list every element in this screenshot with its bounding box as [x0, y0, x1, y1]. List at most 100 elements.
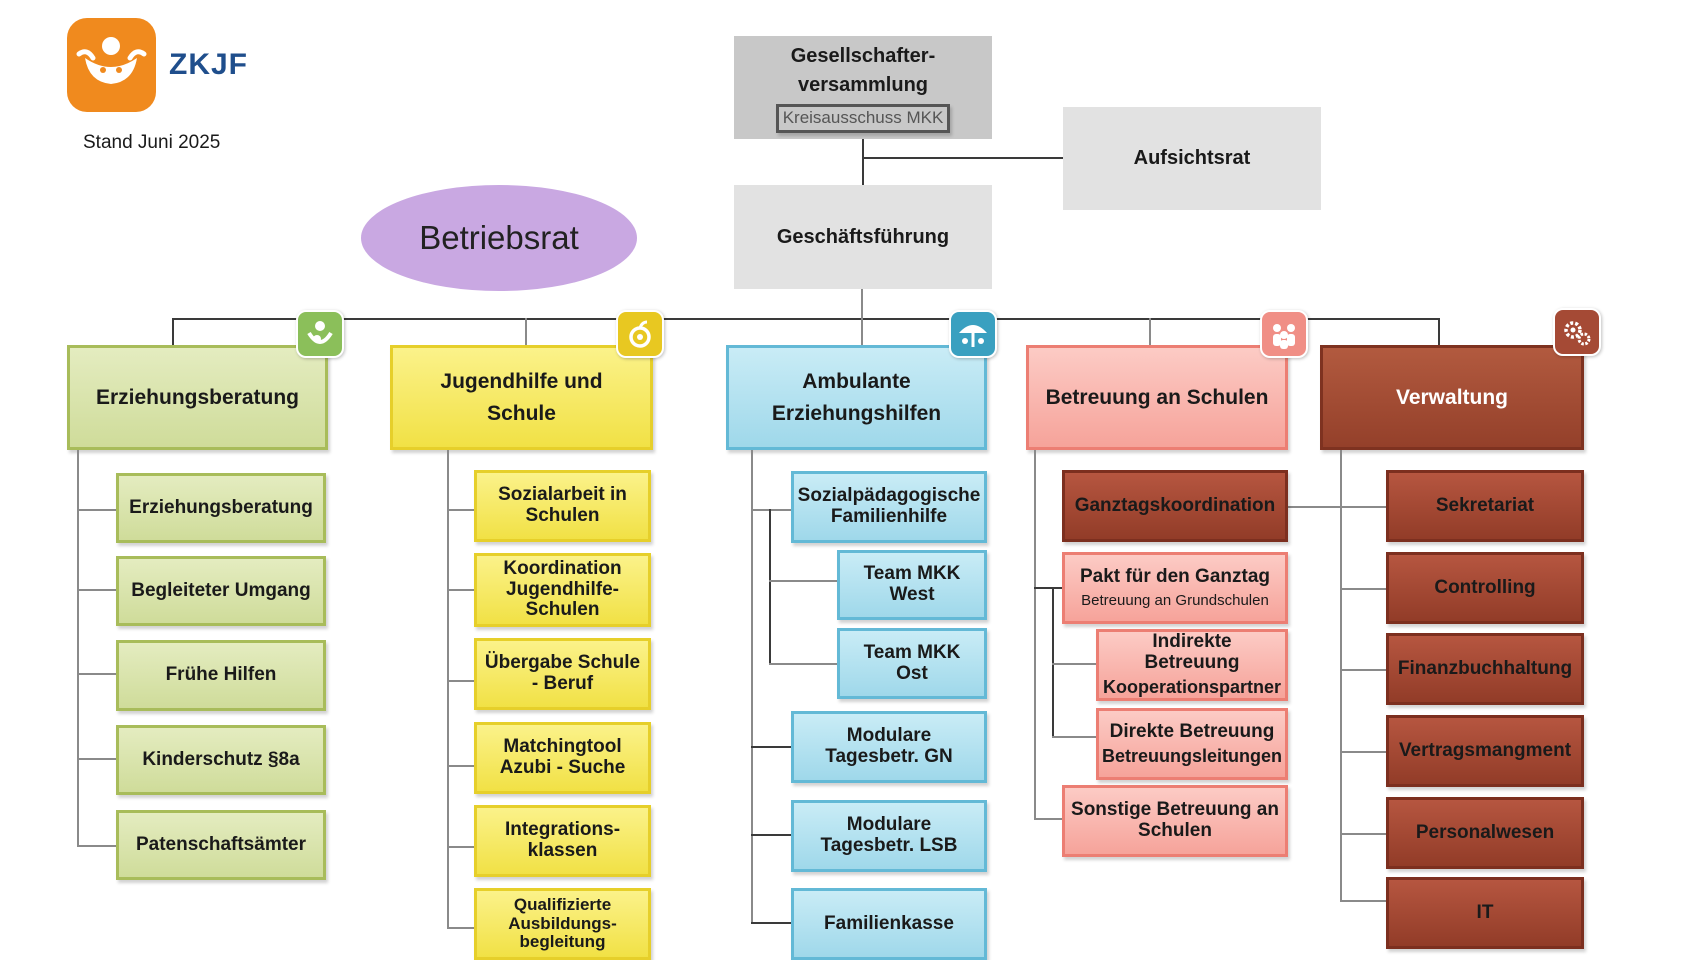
unit-label: Familienkasse: [824, 912, 954, 934]
dept-title: Ambulante Erziehungshilfen: [771, 370, 942, 425]
unit-label: Ganztagskoordination: [1074, 494, 1276, 516]
unit-label: Kinderschutz §8a: [142, 748, 300, 770]
drop-col5: [1438, 318, 1440, 345]
col4-subbranch: [1052, 736, 1096, 738]
col1-branch: [77, 509, 116, 511]
col3-subtrunk: [769, 509, 771, 664]
col3-branch: [751, 834, 791, 836]
unit-erziehungsberatung: Erziehungsberatung: [116, 473, 326, 543]
unit-familienkasse: Familienkasse: [791, 888, 987, 960]
col4-subtrunk: [1052, 587, 1054, 737]
unit-label: Sozialarbeit in Schulen: [498, 484, 627, 526]
geschaeftsfuehrung-label: Geschäftsführung: [776, 225, 950, 248]
dept-title: Jugendhilfe und Schule: [440, 370, 603, 425]
col2-branch: [447, 509, 474, 511]
col3-branch: [751, 509, 791, 511]
unit-label: Direkte Betreuung: [1109, 720, 1275, 742]
unit-label: Personalwesen: [1415, 821, 1555, 843]
unit-controlling: Controlling: [1386, 552, 1584, 624]
unit-label: Integrations- klassen: [504, 819, 621, 861]
dept-erziehungsberatung: Erziehungsberatung: [67, 345, 328, 450]
dept-betreuung-an-schulen: Betreuung an Schulen: [1026, 345, 1288, 450]
unit-sozialarbeit-schulen: Sozialarbeit in Schulen: [474, 470, 651, 542]
col1-branch: [77, 673, 116, 675]
unit-sublabel: Kooperationspartner: [1102, 677, 1282, 697]
drop-col1: [172, 318, 174, 345]
unit-label: Matchingtool Azubi - Suche: [499, 736, 626, 778]
connector-aufsichtsrat: [862, 157, 1063, 159]
col3-subbranch: [769, 580, 837, 582]
col4-cross-link: [1286, 506, 1386, 508]
unit-qualifizierte-ausbildungsbegleitung: Qualifizierte Ausbildungs- begleitung: [474, 888, 651, 960]
unit-koordination-jugendhilfe: Koordination Jugendhilfe- Schulen: [474, 553, 651, 627]
unit-sekretariat: Sekretariat: [1386, 470, 1584, 542]
col5-trunk: [1340, 450, 1342, 901]
unit-stack: Direkte Betreuung Betreuungsleitungen: [1102, 720, 1282, 767]
drop-col3: [861, 318, 863, 345]
gesellschafter-sub: Kreisausschuss MKK: [775, 104, 951, 133]
betriebsrat-label: Betriebsrat: [419, 219, 579, 256]
unit-modulare-tagesbetr-gn: Modulare Tagesbetr. GN: [791, 711, 987, 783]
dept-jugendhilfe-schule: Jugendhilfe und Schule: [390, 345, 653, 450]
col2-branch: [447, 846, 474, 848]
brand-name: ZKJF: [169, 48, 248, 81]
col2-branch: [447, 927, 474, 929]
unit-sublabel: Betreuung an Grundschulen: [1081, 591, 1269, 609]
col3-branch: [751, 922, 791, 924]
unit-label: Indirekte Betreuung: [1144, 631, 1240, 674]
col5-branch: [1340, 900, 1386, 902]
col3-subbranch: [769, 663, 837, 665]
aufsichtsrat-label: Aufsichtsrat: [1133, 147, 1251, 169]
geschaeftsfuehrung-box: Geschäftsführung: [734, 185, 992, 289]
col4-branch: [1034, 818, 1062, 820]
col3-trunk: [751, 450, 753, 924]
drop-col4: [1149, 318, 1151, 345]
unit-label: IT: [1476, 901, 1494, 923]
unit-kinderschutz: Kinderschutz §8a: [116, 725, 326, 795]
unit-label: Erziehungsberatung: [129, 496, 313, 518]
unit-label: Übergabe Schule - Beruf: [484, 652, 641, 694]
unit-sonstige-betreuung: Sonstige Betreuung an Schulen: [1062, 785, 1288, 857]
unit-team-mkk-ost: Team MKK Ost: [837, 628, 987, 699]
unit-it: IT: [1386, 877, 1584, 949]
unit-direkte-betreuung: Direkte Betreuung Betreuungsleitungen: [1096, 708, 1288, 780]
apple-icon: [616, 310, 664, 358]
connector-gf-bus: [861, 289, 863, 319]
unit-label: Sonstige Betreuung an Schulen: [1071, 799, 1279, 841]
unit-modulare-tagesbetr-lsb: Modulare Tagesbetr. LSB: [791, 800, 987, 872]
gears-icon: [1553, 308, 1601, 356]
unit-label: Patenschaftsämter: [135, 833, 307, 855]
col5-branch: [1340, 588, 1386, 590]
unit-label: Team MKK Ost: [863, 641, 961, 684]
aufsichtsrat-box: Aufsichtsrat: [1063, 107, 1321, 210]
umbrella-family-icon: [949, 310, 997, 358]
col4-subbranch: [1052, 663, 1096, 665]
col2-branch: [447, 680, 474, 682]
unit-label: Frühe Hilfen: [165, 664, 277, 686]
unit-personalwesen: Personalwesen: [1386, 797, 1584, 869]
unit-finanzbuchhaltung: Finanzbuchhaltung: [1386, 633, 1584, 705]
unit-vertragsmanagement: Vertragsmangment: [1386, 715, 1584, 787]
unit-sozialpaedagogische-familienhilfe: Sozialpädagogische Familienhilfe: [791, 471, 987, 543]
col2-branch: [447, 589, 474, 591]
unit-uebergabe-schule-beruf: Übergabe Schule - Beruf: [474, 638, 651, 710]
col3-branch: [751, 746, 791, 748]
unit-label: Sekretariat: [1435, 494, 1535, 516]
dept-verwaltung: Verwaltung: [1320, 345, 1584, 450]
col2-trunk: [447, 450, 449, 928]
org-bus-line: [172, 318, 1440, 320]
unit-fruehe-hilfen: Frühe Hilfen: [116, 640, 326, 711]
unit-label: Controlling: [1434, 576, 1536, 598]
stand-date: Stand Juni 2025: [83, 132, 221, 153]
col5-branch: [1340, 751, 1386, 753]
gesellschafterversammlung-box: Gesellschafter- versammlung Kreisausschu…: [734, 36, 992, 139]
col4-branch: [1034, 587, 1062, 589]
group-icon: [1260, 310, 1308, 358]
unit-patenschaftsaemter: Patenschaftsämter: [116, 810, 326, 880]
unit-begleiteter-umgang: Begleiteter Umgang: [116, 556, 326, 626]
col1-trunk: [77, 450, 79, 846]
unit-label: Modulare Tagesbetr. GN: [825, 725, 953, 767]
unit-matchingtool: Matchingtool Azubi - Suche: [474, 722, 651, 794]
unit-label: Qualifizierte Ausbildungs- begleitung: [508, 894, 617, 952]
dept-title: Verwaltung: [1395, 385, 1509, 409]
